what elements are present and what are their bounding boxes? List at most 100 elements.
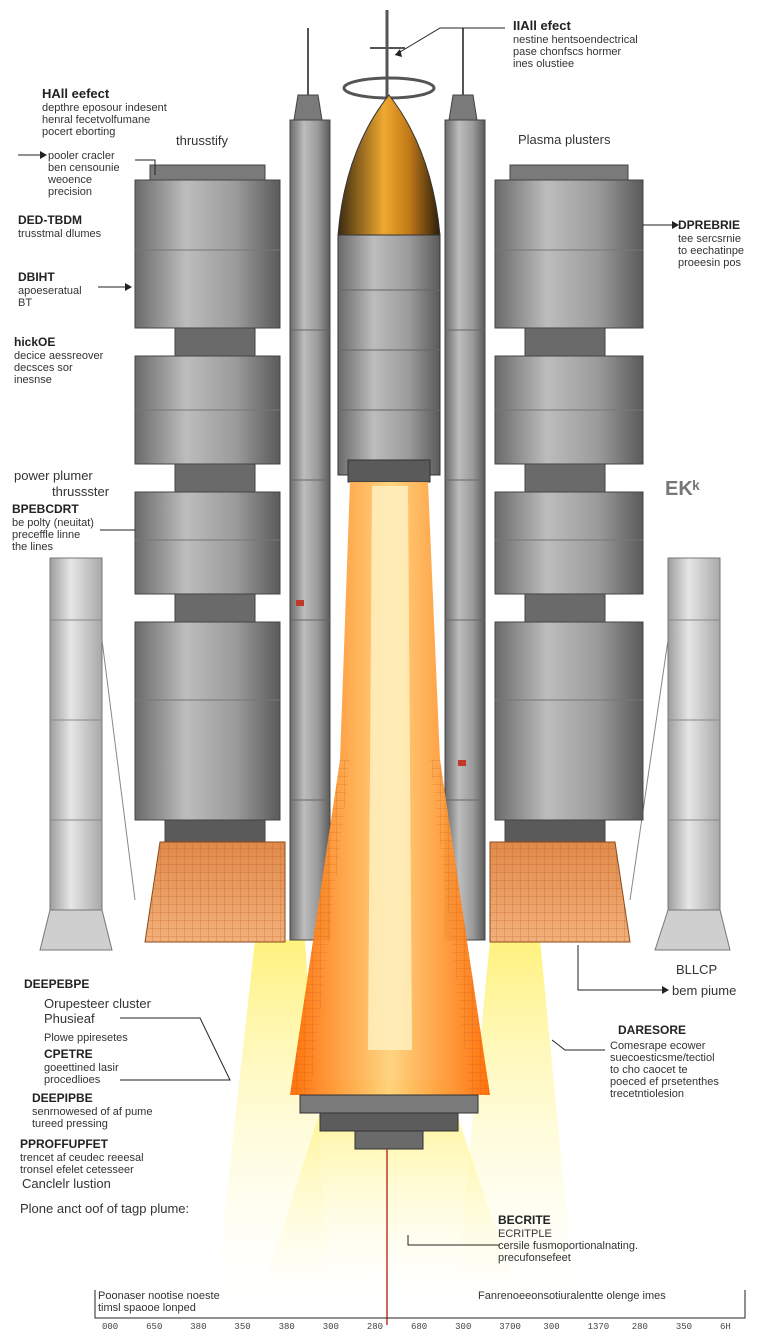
right-label-3-lines: Comesrape ecower suecoesticsme/tectiol t…: [610, 1040, 719, 1100]
scale-tick: 3700: [499, 1322, 521, 1332]
left-label-9-line-1: Phusieaf: [44, 1011, 95, 1026]
bottom-right-label: Fanrenoeeonsotiuralentte olenge imes: [478, 1290, 666, 1302]
bottom-center-line-1: ECRITPLE: [498, 1228, 552, 1240]
left-side-booster: [289, 28, 331, 941]
right-side-booster: [444, 28, 486, 941]
right-ek-label: EKᵏ: [665, 478, 700, 500]
left-label-7-lines: be polty (neuitat) preceffle linne the l…: [12, 517, 94, 553]
scale-tick: 350: [234, 1322, 251, 1332]
bottom-left-line-1: Poonaser nootise noeste: [98, 1290, 220, 1302]
left-label-1-line-3: pocert eborting: [42, 126, 116, 138]
left-label-4-line-2: BT: [18, 297, 33, 309]
left-label-7-line-3: the lines: [12, 541, 53, 553]
top-right-line-3: ines olustiee: [513, 58, 575, 70]
scale-tick: 350: [675, 1322, 693, 1332]
left-label-5-title: hickOE: [14, 335, 56, 349]
right-label-3-line-3: to cho caocet te: [610, 1064, 688, 1076]
left-label-11-title: CPETRE: [44, 1047, 93, 1061]
bottom-center-label-title: BECRITE: [498, 1213, 551, 1227]
left-label-4-line-1: apoeseratual: [18, 285, 82, 297]
scale-tick: 000: [102, 1322, 119, 1332]
right-label-1-title: DPREBRIE: [678, 218, 741, 232]
right-outer-tank: [629, 557, 731, 951]
right-label-3-title: DARESORE: [618, 1023, 687, 1037]
left-label-6-title: power plumer: [14, 468, 93, 483]
left-label-5-line-1: decice aessreover: [14, 350, 104, 362]
right-label-1-lines: tee sercsrnie to eechatinpe proeesin pos: [678, 233, 744, 269]
right-label-3-line-1: Comesrape ecower: [610, 1040, 706, 1052]
scale-tick: 300: [543, 1322, 560, 1332]
left-label-13-line-1: trencet af ceudec reeesal: [20, 1152, 144, 1164]
scale-tick: 380: [190, 1322, 207, 1332]
left-label-14: Canclelr lustion: [22, 1176, 111, 1191]
left-label-9-title: Orupesteer cluster: [44, 996, 151, 1011]
bottom-left-label: Poonaser nootise noeste timsl spaooe lon…: [98, 1290, 220, 1314]
scale-tick: 6H: [720, 1322, 731, 1332]
left-label-13-lines: trencet af ceudec reeesal tronsel efelet…: [20, 1152, 144, 1176]
left-tank-stack: [134, 164, 281, 843]
right-label-3-line-2: suecoesticsme/tectiol: [610, 1052, 715, 1064]
top-right-label-title: IIAll efect: [513, 18, 571, 33]
left-label-2-line-1: ben censounie: [48, 162, 120, 174]
right-label-3-line-4: poeced ef prsetenthes: [610, 1076, 719, 1088]
scale-tick: 650: [146, 1322, 163, 1332]
left-label-7-line-2: preceffle linne: [12, 529, 81, 541]
left-label-4-title: DBIHT: [18, 270, 55, 284]
left-label-2-title: pooler cracler: [48, 150, 115, 162]
left-label-2-line-2: weoence: [48, 174, 93, 186]
left-label-7-line-1: be polty (neuitat): [12, 517, 94, 529]
bottom-center-line-2: cersile fusmoportionalnating.: [498, 1240, 639, 1252]
left-label-1-lines: depthre eposour indesent henral fecetvol…: [42, 102, 167, 138]
left-label-11-lines: goeettined lasir procedlioes: [44, 1062, 119, 1086]
left-label-7-title: BPEBCDRT: [12, 502, 79, 516]
left-label-12-lines: senrnowesed of af pume tureed pressing: [32, 1106, 152, 1130]
scale-tick: 380: [278, 1322, 295, 1332]
thrusstify-label: thrusstify: [176, 133, 229, 148]
right-tank-stack: [494, 164, 644, 843]
scale-tick: 680: [411, 1322, 428, 1332]
left-label-6-line-1: thrussster: [52, 484, 110, 499]
left-label-12-line-2: tureed pressing: [32, 1118, 108, 1130]
top-right-label-lines: nestine hentsoendectrical pase chonfscs …: [513, 34, 638, 70]
left-label-1-line-1: depthre eposour indesent: [42, 102, 167, 114]
left-label-10-title: Plowe ppiresetes: [44, 1032, 128, 1044]
right-label-2-title: BLLCP: [676, 962, 718, 977]
arrow-heads: [40, 49, 679, 994]
scale-tick: 280: [366, 1322, 384, 1332]
nozzle-assembly: [299, 1094, 479, 1150]
plasma-plusters-label: Plasma plusters: [518, 132, 611, 147]
right-label-3-line-5: trecetntiolesion: [610, 1088, 684, 1100]
top-right-line-1: nestine hentsoendectrical: [513, 34, 638, 46]
left-label-12-title: DEEPIPBE: [32, 1091, 93, 1105]
left-label-11-line-2: procedlioes: [44, 1074, 101, 1086]
scale-tick: 300: [322, 1322, 339, 1332]
bottom-left-line-2: timsl spaooe lonped: [98, 1302, 196, 1314]
right-label-2-line-1: bem piume: [672, 983, 737, 998]
central-core: [337, 10, 441, 483]
left-label-1-line-2: henral fecetvolfumane: [42, 114, 151, 126]
left-label-3-line-1: trusstmal dlumes: [18, 228, 102, 240]
left-label-5-lines: decice aessreover decsces sor inesnse: [14, 350, 103, 386]
left-label-1-title: HAll eefect: [42, 86, 110, 101]
left-label-13-line-2: tronsel efelet cetesseer: [20, 1164, 134, 1176]
right-label-1-line-3: proeesin pos: [678, 257, 741, 269]
scale-tick: 1370: [587, 1322, 610, 1332]
scale-tick: 300: [455, 1322, 472, 1332]
top-right-line-2: pase chonfscs hormer: [513, 46, 622, 58]
left-label-2-line-3: precision: [48, 186, 93, 198]
left-label-8-title: DEEPEBPE: [24, 977, 90, 991]
left-label-15: Plone anct oof of tagp plume:: [20, 1201, 190, 1216]
scale-tick: 280: [631, 1322, 648, 1332]
right-label-1-line-2: to eechatinpe: [678, 245, 745, 257]
right-label-1-line-1: tee sercsrnie: [678, 233, 741, 245]
left-label-11-line-1: goeettined lasir: [44, 1062, 119, 1074]
left-label-5-line-3: inesnse: [14, 374, 52, 386]
left-label-12-line-1: senrnowesed of af pume: [32, 1106, 153, 1118]
bottom-center-label-lines: ECRITPLE cersile fusmoportionalnating. p…: [498, 1228, 638, 1264]
left-label-5-line-2: decsces sor: [14, 362, 73, 374]
left-label-13-title: PPROFFUPFET: [20, 1137, 109, 1151]
left-label-4-lines: apoeseratual BT: [18, 285, 82, 309]
leader-lines: [18, 27, 746, 1319]
bottom-center-line-3: precufonsefeet: [498, 1252, 571, 1264]
